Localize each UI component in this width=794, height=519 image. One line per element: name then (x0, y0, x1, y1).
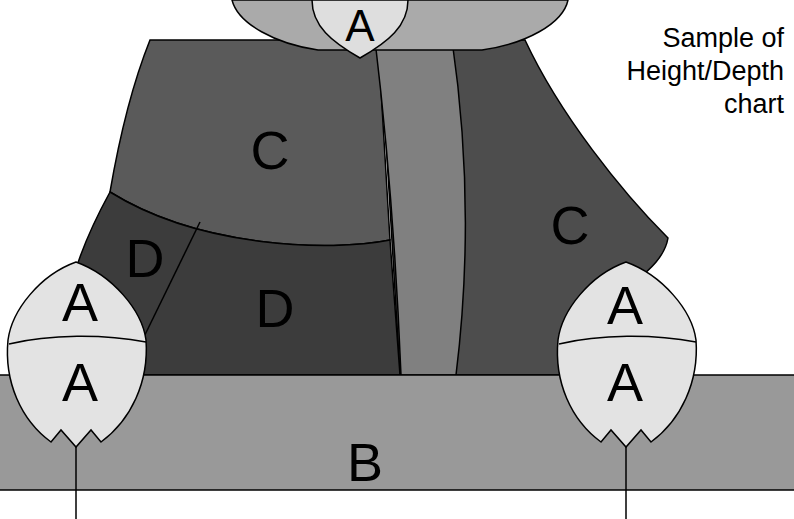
chart-title: Sample of Height/Depth chart (589, 22, 784, 121)
chin-piece (312, 0, 408, 58)
area-label: D (254, 279, 297, 337)
hand-shape (7, 262, 146, 447)
area-letter: A (62, 275, 98, 329)
area-label: D (124, 229, 167, 287)
area-letter: A (62, 355, 98, 409)
area-letter: C (551, 198, 590, 252)
hand-shape (557, 262, 696, 447)
hand-divider (9, 336, 146, 344)
area-letter: A (345, 4, 374, 48)
robe-centre (375, 40, 465, 375)
area-label: B (345, 433, 385, 491)
area-label: A (343, 2, 376, 50)
hand-right (557, 262, 696, 519)
area-letter: C (251, 123, 290, 177)
hand-divider (559, 336, 696, 344)
area-label: C (549, 196, 592, 254)
stem (75, 440, 77, 519)
area-label: A (605, 276, 645, 334)
area-label: A (60, 353, 100, 411)
hand-left (7, 262, 146, 519)
area-letter: D (126, 231, 165, 285)
area-label: A (60, 273, 100, 331)
area-letter: A (607, 355, 643, 409)
area-label: C (249, 121, 292, 179)
area-letter: A (607, 278, 643, 332)
stem (625, 440, 627, 519)
area-label: A (605, 353, 645, 411)
area-letter: B (347, 435, 383, 489)
area-letter: D (256, 281, 295, 335)
